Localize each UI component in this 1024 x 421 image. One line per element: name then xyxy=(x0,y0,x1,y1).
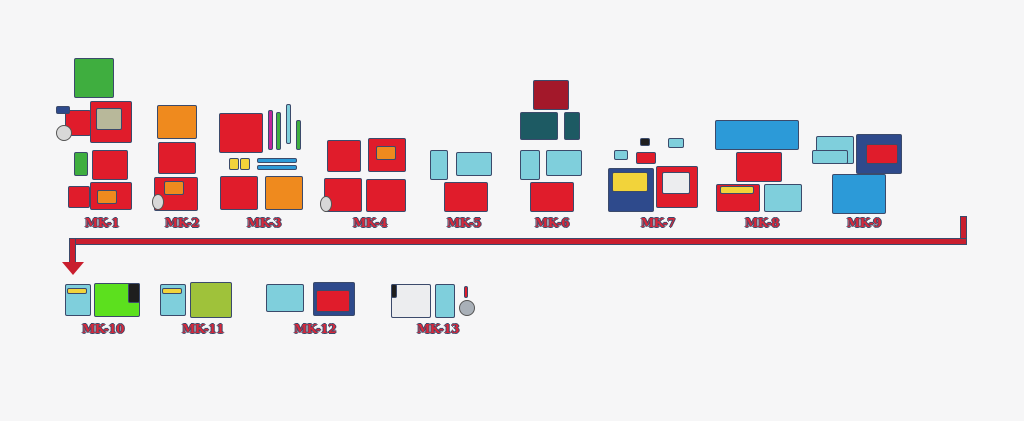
arrow-head-icon xyxy=(62,262,84,275)
model-label-mk-1: MK-1 xyxy=(84,216,120,230)
model-label-mk-7: MK-7 xyxy=(640,216,676,230)
arrow-line-vertical-right xyxy=(961,217,966,244)
model-label-mk-3: MK-3 xyxy=(246,216,282,230)
model-label-mk-11: MK-11 xyxy=(181,322,225,336)
model-label-mk-2: MK-2 xyxy=(164,216,200,230)
arrow-line-vertical-left xyxy=(70,239,75,263)
model-label-mk-4: MK-4 xyxy=(352,216,388,230)
model-label-mk-9: MK-9 xyxy=(846,216,882,230)
model-label-mk-12: MK-12 xyxy=(293,322,337,336)
model-label-mk-10: MK-10 xyxy=(81,322,125,336)
model-label-mk-8: MK-8 xyxy=(744,216,780,230)
model-label-mk-5: MK-5 xyxy=(446,216,482,230)
model-label-mk-6: MK-6 xyxy=(534,216,570,230)
arrow-line-horizontal xyxy=(70,239,966,244)
model-label-mk-13: MK-13 xyxy=(416,322,460,336)
